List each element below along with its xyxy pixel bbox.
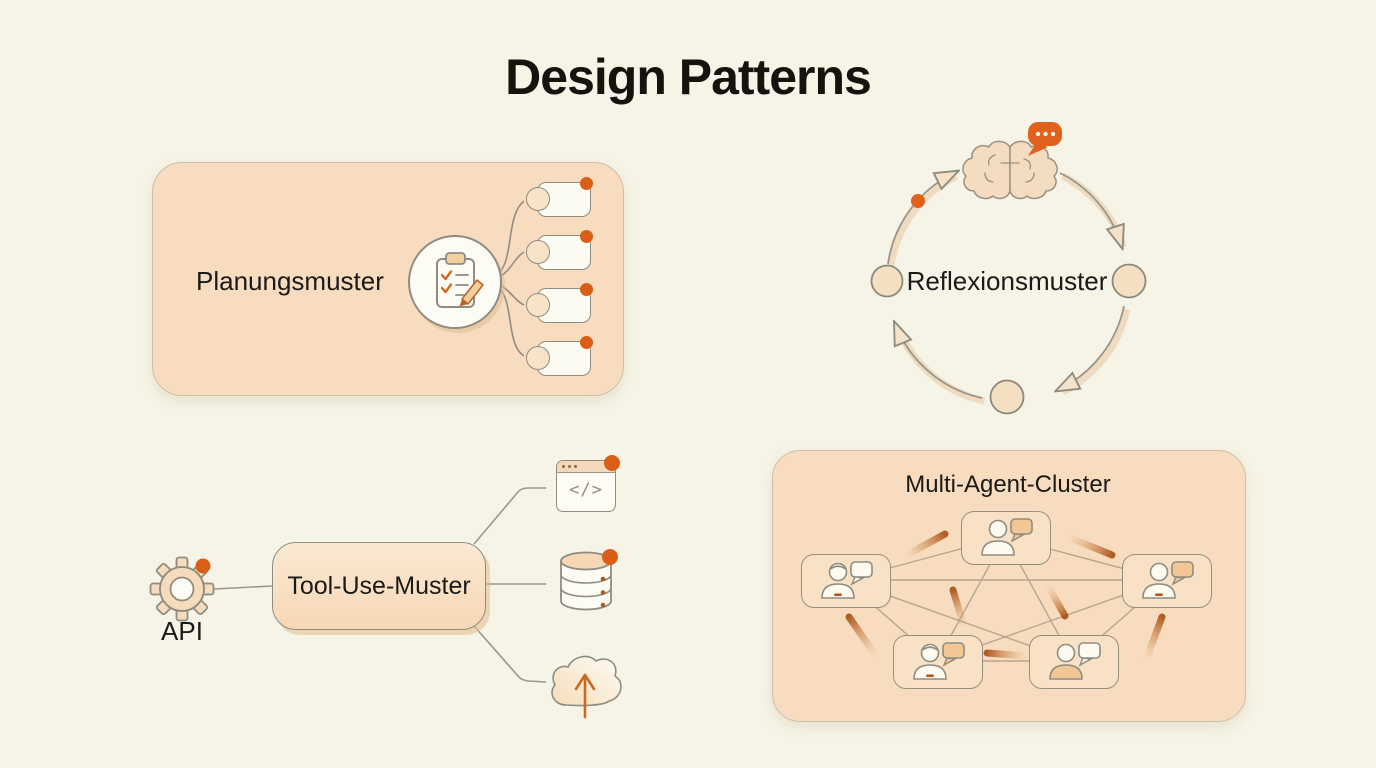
status-dot (195, 558, 211, 574)
database-icon (560, 549, 618, 611)
agent-icon (821, 561, 873, 599)
code-window-icon: </> (556, 460, 616, 512)
agent-node (1029, 635, 1119, 689)
agent-icon (913, 642, 965, 680)
status-dot (602, 549, 618, 565)
planning-connectors (498, 200, 525, 357)
task-port-circle (526, 346, 550, 370)
status-dot (580, 230, 593, 243)
cycle-arrow (887, 173, 954, 265)
tool-use-pattern-box: Tool-Use-Muster (272, 542, 486, 630)
cycle-node (1111, 263, 1147, 299)
status-dot (580, 177, 593, 190)
multi-agent-cluster-label: Multi-Agent-Cluster (905, 471, 1111, 498)
reflection-pattern-label: Reflexionsmuster (906, 266, 1108, 296)
cycle-arrow (1060, 305, 1125, 389)
reflection-cycle (870, 122, 1147, 415)
cloud-upload-icon (551, 655, 622, 719)
tooluse-connectors (213, 487, 547, 683)
agent-node (1122, 554, 1212, 608)
cycle-progress-dot (911, 194, 925, 208)
cycle-node (989, 379, 1025, 415)
agent-node (893, 635, 983, 689)
agent-icon (981, 518, 1033, 556)
api-label: API (161, 616, 203, 646)
tool-use-pattern-label: Tool-Use-Muster (287, 571, 471, 600)
agent-node (801, 554, 891, 608)
planning-pattern-label: Planungsmuster (196, 266, 384, 296)
status-dot (580, 336, 593, 349)
chat-bubble-icon (1028, 122, 1062, 156)
cycle-node (870, 264, 904, 298)
status-dot (580, 283, 593, 296)
gear-icon (149, 556, 215, 622)
agent-message-streaks (845, 530, 1166, 664)
cycle-arrow (1059, 172, 1121, 244)
code-glyph: </> (569, 480, 603, 500)
task-port-circle (526, 187, 550, 211)
clipboard-checklist-icon (408, 235, 502, 329)
brain-icon (962, 140, 1058, 200)
upload-arrow-icon (574, 673, 596, 719)
agent-node (961, 511, 1051, 565)
window-titlebar (557, 461, 615, 473)
task-port-circle (526, 240, 550, 264)
pencil-icon (459, 279, 484, 307)
page-title: Design Patterns (505, 49, 872, 105)
task-port-circle (526, 293, 550, 317)
status-dot (604, 455, 620, 471)
agent-icon (1142, 561, 1194, 599)
cycle-arrow (896, 326, 983, 399)
agent-icon (1049, 642, 1101, 680)
